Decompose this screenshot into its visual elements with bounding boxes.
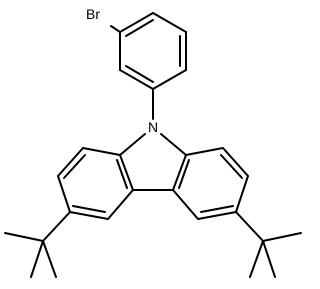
left-benzene-ring	[57, 147, 134, 220]
bond	[57, 175, 71, 213]
double-bond-inner	[116, 159, 128, 189]
bond-lines	[4, 12, 302, 278]
bond	[152, 12, 187, 33]
bond	[42, 240, 57, 278]
double-bond-inner	[220, 154, 243, 179]
bond	[262, 232, 302, 242]
bond	[235, 211, 264, 242]
bond	[42, 211, 71, 242]
double-bond-inner	[125, 65, 154, 83]
double-bond-inner	[125, 19, 154, 37]
bond	[69, 211, 109, 220]
bond	[30, 240, 44, 278]
bond	[4, 232, 44, 242]
bromine-label: Br	[86, 6, 100, 22]
bond	[172, 154, 187, 191]
right-benzene-ring	[172, 147, 249, 220]
bond	[119, 154, 134, 191]
bond	[262, 240, 276, 278]
nitrogen-label: N	[148, 119, 158, 135]
bond	[57, 147, 84, 177]
bond	[185, 147, 224, 156]
bond	[107, 189, 134, 220]
bromine-bond	[110, 25, 121, 33]
structure-canvas: Br N	[4, 6, 302, 278]
double-bond-inner	[200, 205, 234, 213]
bond	[249, 240, 264, 278]
bromophenyl-ring	[119, 12, 187, 90]
bond	[82, 147, 121, 156]
bond	[172, 189, 199, 220]
double-bond-inner	[63, 154, 86, 179]
bond	[160, 133, 187, 156]
double-bond-inner	[178, 159, 190, 189]
bond	[119, 69, 154, 90]
molecule-diagram: Br N	[4, 6, 302, 278]
bond	[222, 147, 249, 177]
bond	[119, 133, 146, 156]
left-tert-butyl-group	[4, 211, 71, 278]
pyrrole-ring	[119, 133, 187, 191]
bond	[152, 69, 187, 90]
bond	[235, 175, 249, 213]
bond	[119, 12, 154, 33]
double-bond-inner	[72, 205, 106, 213]
bond	[197, 211, 237, 220]
right-tert-butyl-group	[235, 211, 302, 278]
